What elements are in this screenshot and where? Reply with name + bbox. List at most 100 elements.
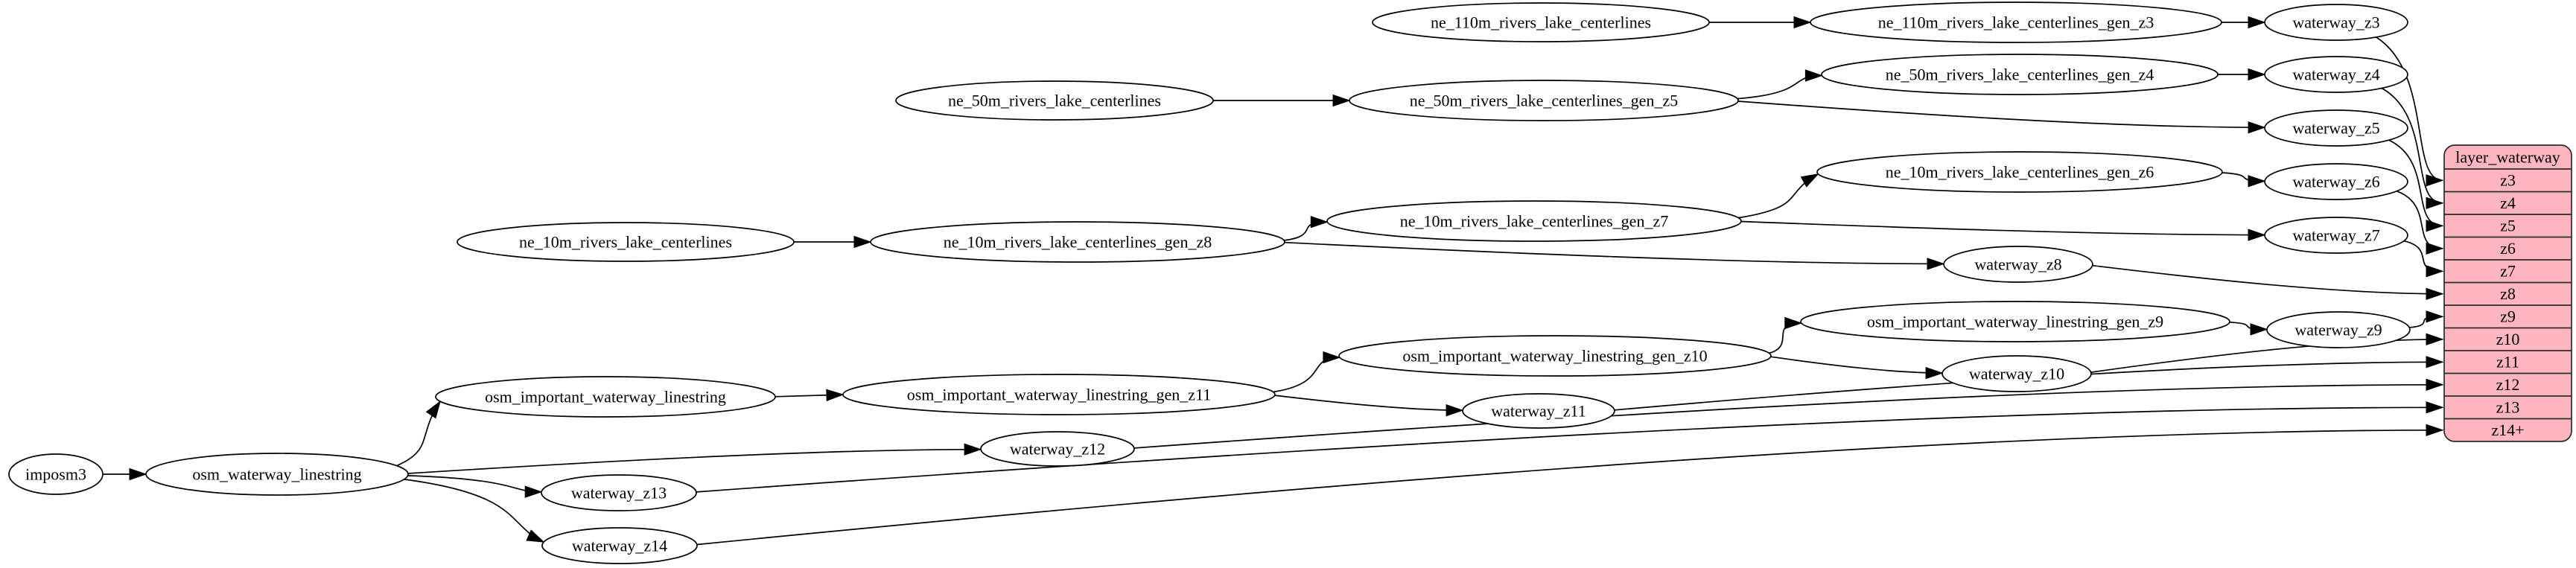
node-label: osm_waterway_linestring [192, 465, 361, 483]
edge-ne_10m_rivers_lake_centerlines-to-ne_10m_rivers_lake_centerlines_gen_z8 [794, 235, 872, 249]
arrowhead [964, 443, 982, 456]
node-label: osm_important_waterway_linestring_gen_z1… [1402, 346, 1707, 365]
node-ellipse [1943, 246, 2093, 283]
node-ellipse [541, 527, 698, 564]
node-ne_110m_rivers_lake_centerlines: ne_110m_rivers_lake_centerlines [1372, 2, 1710, 42]
table-row-z9: z9 [2500, 307, 2516, 326]
node-ellipse [1462, 393, 1615, 429]
arrowhead [2426, 401, 2444, 414]
node-label: osm_important_waterway_linestring [485, 387, 726, 406]
node-ellipse [870, 221, 1285, 263]
node-waterway_z8: waterway_z8 [1943, 246, 2093, 283]
table-layer_waterway: layer_waterwayz3z4z5z6z7z8z9z10z11z12z13… [2443, 144, 2572, 442]
node-label: waterway_z10 [1969, 364, 2064, 383]
edge-osm_important_waterway_linestring_gen_z9-to-waterway_z9 [2229, 321, 2268, 336]
node-ellipse [1941, 355, 2092, 392]
node-ellipse [1338, 335, 1772, 377]
node-ellipse [1349, 80, 1739, 121]
arrowhead [2426, 287, 2444, 300]
arrowhead [2426, 424, 2444, 436]
node-ellipse [1326, 200, 1742, 242]
table-row-z7: z7 [2500, 262, 2516, 281]
node-label: ne_10m_rivers_lake_centerlines_gen_z7 [1400, 211, 1668, 230]
arrowhead [2248, 175, 2266, 188]
node-osm_important_waterway_linestring_gen_z11: osm_important_waterway_linestring_gen_z1… [842, 374, 1276, 415]
edge-ne_110m_rivers_lake_centerlines-to-ne_110m_rivers_lake_centerlines_gen_z3 [1709, 16, 1812, 29]
node-ellipse [1372, 2, 1710, 42]
node-ellipse [2264, 163, 2408, 200]
arrowhead [1332, 94, 1351, 107]
arrowhead [2250, 323, 2268, 336]
node-ellipse [1816, 151, 2223, 193]
arrowhead [526, 529, 545, 543]
edge-waterway_z7-to-layer_waterway-z7 [2403, 240, 2444, 278]
edge-osm_waterway_linestring-to-waterway_z14 [404, 479, 545, 543]
node-osm_important_waterway_linestring_gen_z9: osm_important_waterway_linestring_gen_z9 [1800, 301, 2230, 342]
edge-osm_waterway_linestring-to-osm_important_waterway_linestring [396, 400, 441, 467]
node-waterway_z13: waterway_z13 [541, 474, 697, 511]
table-title: layer_waterway [2455, 147, 2560, 166]
node-waterway_z4: waterway_z4 [2264, 56, 2408, 93]
node-osm_waterway_linestring: osm_waterway_linestring [145, 453, 409, 496]
node-waterway_z11: waterway_z11 [1462, 393, 1615, 429]
table-row-z5: z5 [2500, 217, 2516, 235]
node-waterway_z10: waterway_z10 [1941, 355, 2092, 392]
edge-osm_important_waterway_linestring-to-osm_important_waterway_linestring_gen_z11 [775, 389, 845, 402]
arrowhead [1804, 69, 1823, 82]
node-label: waterway_z12 [1010, 439, 1105, 458]
table-row-z4: z4 [2500, 194, 2516, 212]
node-ellipse [435, 376, 776, 418]
node-ellipse [2264, 109, 2408, 147]
edge-osm_important_waterway_linestring_gen_z10-to-osm_important_waterway_linestring_gen_z9 [1769, 316, 1803, 354]
node-waterway_z3: waterway_z3 [2264, 4, 2408, 41]
edge-waterway_z6-to-layer_waterway-z6 [2397, 191, 2444, 255]
edge-ne_10m_rivers_lake_centerlines_gen_z8-to-ne_10m_rivers_lake_centerlines_gen_z7 [1283, 216, 1329, 241]
arrowhead [2248, 16, 2266, 29]
edge-ne_10m_rivers_lake_centerlines_gen_z8-to-waterway_z8 [1284, 241, 1945, 270]
arrowhead [826, 389, 845, 402]
node-ne_50m_rivers_lake_centerlines: ne_50m_rivers_lake_centerlines [895, 80, 1214, 121]
node-ne_50m_rivers_lake_centerlines_gen_z5: ne_50m_rivers_lake_centerlines_gen_z5 [1349, 80, 1739, 121]
arrowhead [524, 485, 543, 498]
node-ne_10m_rivers_lake_centerlines: ne_10m_rivers_lake_centerlines [457, 222, 795, 262]
edge-waterway_z14-to-layer_waterway-z14+ [696, 424, 2444, 546]
node-label: waterway_z3 [2292, 13, 2379, 31]
arrowhead [2248, 121, 2266, 134]
node-ellipse [1810, 1, 2222, 43]
arrowhead [1310, 216, 1329, 229]
arrowhead [1323, 351, 1341, 364]
table-background [2443, 144, 2572, 442]
node-waterway_z7: waterway_z7 [2264, 217, 2408, 254]
arrowhead [2426, 197, 2444, 209]
arrowhead [1784, 316, 1803, 330]
node-ellipse [2264, 217, 2408, 254]
edge-waterway_z5-to-layer_waterway-z5 [2388, 139, 2444, 232]
arrowhead [2426, 333, 2444, 345]
node-waterway_z9: waterway_z9 [2266, 311, 2411, 348]
edge-ne_50m_rivers_lake_centerlines_gen_z5-to-waterway_z5 [1737, 100, 2266, 134]
table-row-z3: z3 [2500, 171, 2516, 190]
table-row-z10: z10 [2496, 330, 2520, 348]
node-label: waterway_z5 [2292, 118, 2379, 137]
node-ellipse [1800, 301, 2230, 342]
edge-osm_waterway_linestring-to-waterway_z13 [407, 475, 543, 498]
arrowhead [2426, 265, 2444, 278]
edge-ne_10m_rivers_lake_centerlines_gen_z7-to-ne_10m_rivers_lake_centerlines_gen_z6 [1738, 173, 1819, 219]
node-osm_important_waterway_linestring: osm_important_waterway_linestring [435, 376, 776, 418]
arrowhead [2248, 68, 2266, 81]
edge-ne_50m_rivers_lake_centerlines_gen_z4-to-waterway_z4 [2218, 68, 2266, 81]
arrowhead [2426, 174, 2444, 187]
node-label: ne_50m_rivers_lake_centerlines [948, 91, 1161, 109]
node-osm_important_waterway_linestring_gen_z10: osm_important_waterway_linestring_gen_z1… [1338, 335, 1772, 377]
node-waterway_z5: waterway_z5 [2264, 109, 2408, 147]
table-row-z11: z11 [2496, 353, 2519, 371]
edge-ne_50m_rivers_lake_centerlines_gen_z5-to-ne_50m_rivers_lake_centerlines_gen_z4 [1737, 69, 1823, 100]
edge-ne_110m_rivers_lake_centerlines_gen_z3-to-waterway_z3 [2222, 16, 2266, 29]
arrowhead [1793, 16, 1812, 29]
arrowhead [1800, 173, 1819, 188]
node-label: waterway_z4 [2292, 65, 2379, 83]
node-waterway_z6: waterway_z6 [2264, 163, 2408, 200]
node-ne_110m_rivers_lake_centerlines_gen_z3: ne_110m_rivers_lake_centerlines_gen_z3 [1810, 1, 2222, 43]
